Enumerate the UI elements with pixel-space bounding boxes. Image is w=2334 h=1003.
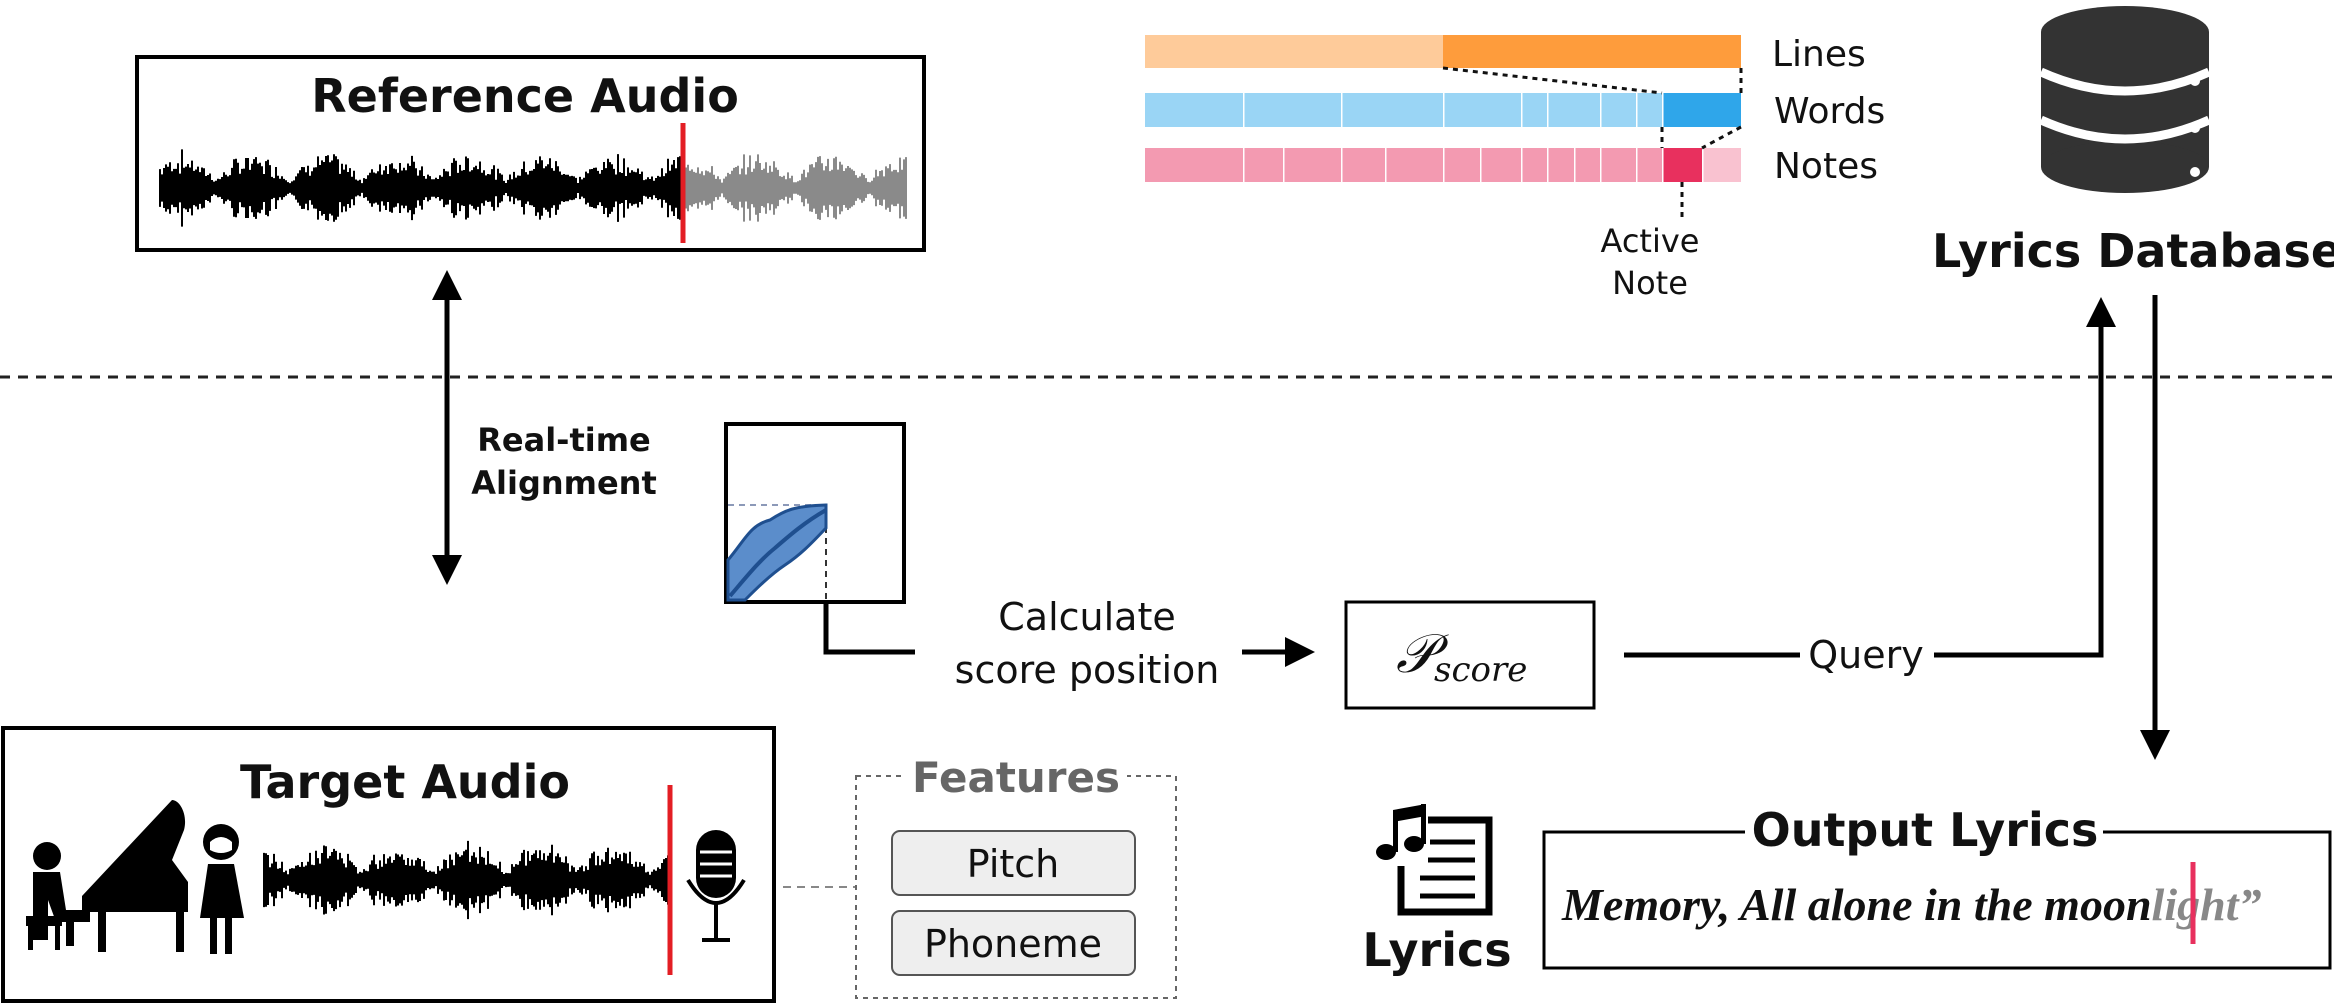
active-note-label-line1: Active — [1601, 222, 1700, 260]
database-icon — [2039, 6, 2211, 193]
phoneme-feature-label: Phoneme — [924, 922, 1102, 966]
pscore-subscript: score — [1434, 650, 1527, 690]
notes-bar-segment — [1342, 148, 1385, 182]
lines-legend-label: Lines — [1772, 34, 1866, 75]
notes-bar — [1145, 148, 1741, 182]
alignment-label-line2: Alignment — [471, 464, 657, 502]
output-lyrics-panel: Output Lyrics Memory, All alone in the m… — [1542, 803, 2332, 970]
alignment-path-line — [728, 508, 827, 598]
active-note-label-line2: Note — [1612, 264, 1688, 302]
words-bar-segment — [1145, 93, 1243, 127]
words-bar-segment — [1244, 93, 1341, 127]
notes-bar-segment — [1481, 148, 1521, 182]
pscore-box: 𝒫 score — [1344, 600, 1596, 710]
words-bar-segment — [1342, 93, 1443, 127]
reference-audio-title: Reference Audio — [311, 69, 739, 123]
waveform-played — [159, 149, 683, 227]
words-bar-segment — [1444, 93, 1521, 127]
words-bar-active-segment — [1663, 93, 1741, 127]
query-label: Query — [1808, 633, 1923, 677]
lines-bar-active — [1443, 35, 1741, 68]
microphone-icon — [686, 830, 746, 942]
words-legend-label: Words — [1774, 91, 1885, 132]
lyrics-database-title: Lyrics Database — [1932, 224, 2334, 278]
notes-bar-segment — [1444, 148, 1480, 182]
words-bar-segment — [1548, 93, 1600, 127]
pitch-feature-box — [891, 830, 1136, 896]
output-lyrics-text: Memory, All alone in the moonlight” — [1561, 879, 2261, 930]
notes-bar-segment — [1145, 148, 1243, 182]
notes-bar-segment — [1522, 148, 1547, 182]
pitch-feature-label: Pitch — [967, 842, 1060, 886]
words-bar-segment — [1637, 93, 1662, 127]
query-line-right — [1934, 297, 2116, 658]
matrix-connector — [823, 602, 915, 655]
upcoming-lyrics: light” — [2152, 879, 2262, 930]
notes-bar-upcoming-segment — [1703, 148, 1741, 182]
alignment-path-band — [726, 503, 828, 602]
notes-bar-segment — [1386, 148, 1443, 182]
features-title: Features — [912, 753, 1120, 802]
notes-bar-segment — [1575, 148, 1600, 182]
features-panel: Features Pitch Phoneme — [855, 753, 1177, 999]
calculate-label-line2: score position — [955, 648, 1220, 692]
notes-legend-label: Notes — [1774, 146, 1878, 187]
words-bar — [1145, 93, 1741, 127]
singer-icon — [200, 824, 244, 954]
output-lyrics-title: Output Lyrics — [1752, 803, 2099, 857]
pianist-icon — [26, 800, 188, 952]
reference-waveform — [159, 149, 907, 227]
lyrics-icon-label: Lyrics — [1362, 923, 1511, 977]
score-hierarchy-legend: Lines Words Notes Active Note — [1145, 34, 1885, 302]
sung-lyrics: Memory, All alone in the moon — [1561, 879, 2152, 930]
lyrics-sheet-icon — [1370, 804, 1493, 916]
calculate-label-line1: Calculate — [998, 595, 1175, 639]
alignment-label-line1: Real-time — [477, 421, 651, 459]
notes-bar-segment — [1601, 148, 1636, 182]
alignment-matrix — [724, 422, 906, 604]
words-bar-segment — [1601, 93, 1636, 127]
phoneme-feature-box — [891, 910, 1136, 976]
waveform-played — [263, 840, 669, 920]
target-waveform — [263, 840, 669, 920]
notes-bar-segment — [1637, 148, 1662, 182]
notes-bar-segment — [1244, 148, 1283, 182]
reference-audio-panel: Reference Audio — [135, 55, 926, 252]
notes-bar-segment — [1548, 148, 1574, 182]
notes-bar-segment — [1284, 148, 1341, 182]
lines-bar-past — [1145, 35, 1443, 68]
target-audio-panel: Target Audio — [1, 726, 776, 1003]
notes-bar-active-segment — [1663, 148, 1702, 182]
words-bar-segment — [1522, 93, 1547, 127]
target-audio-title: Target Audio — [240, 755, 570, 809]
